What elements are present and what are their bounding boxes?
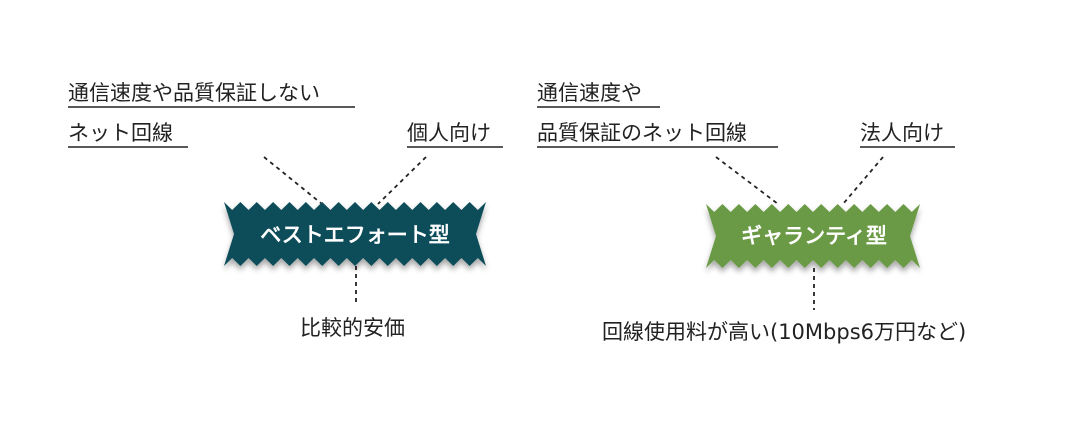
left-connector-top-right (377, 156, 427, 205)
left-bottom-note: 比較的安価 (300, 316, 405, 340)
left-top-left-note-line-1: 通信速度や品質保証しない (68, 81, 320, 105)
right-bottom-note: 回線使用料が高い(10Mbps6万円など) (602, 320, 967, 344)
right-connector-top-left (715, 156, 779, 205)
left-badge-shape (224, 202, 486, 266)
left-top-left-note-line-2: ネット回線 (68, 121, 173, 145)
left-connector-top-left (263, 156, 323, 205)
right-badge-label: ギャランティ型 (741, 224, 887, 248)
right-top-left-note-line-2: 品質保証のネット回線 (537, 121, 747, 145)
left-top-right-note: 個人向け (407, 121, 491, 145)
right-top-right-note: 法人向け (860, 121, 944, 145)
right-top-left-note-line-1: 通信速度や (537, 81, 642, 105)
left-badge: ベストエフォート型 (224, 202, 486, 266)
right-badge-shape (706, 204, 920, 268)
right-connector-top-right (842, 156, 884, 205)
right-badge: ギャランティ型 (706, 204, 920, 268)
left-badge-label: ベストエフォート型 (260, 223, 449, 247)
left-top-left-note: 通信速度や品質保証しない ネット回線 (68, 78, 320, 148)
right-top-left-note: 通信速度や 品質保証のネット回線 (537, 78, 747, 148)
